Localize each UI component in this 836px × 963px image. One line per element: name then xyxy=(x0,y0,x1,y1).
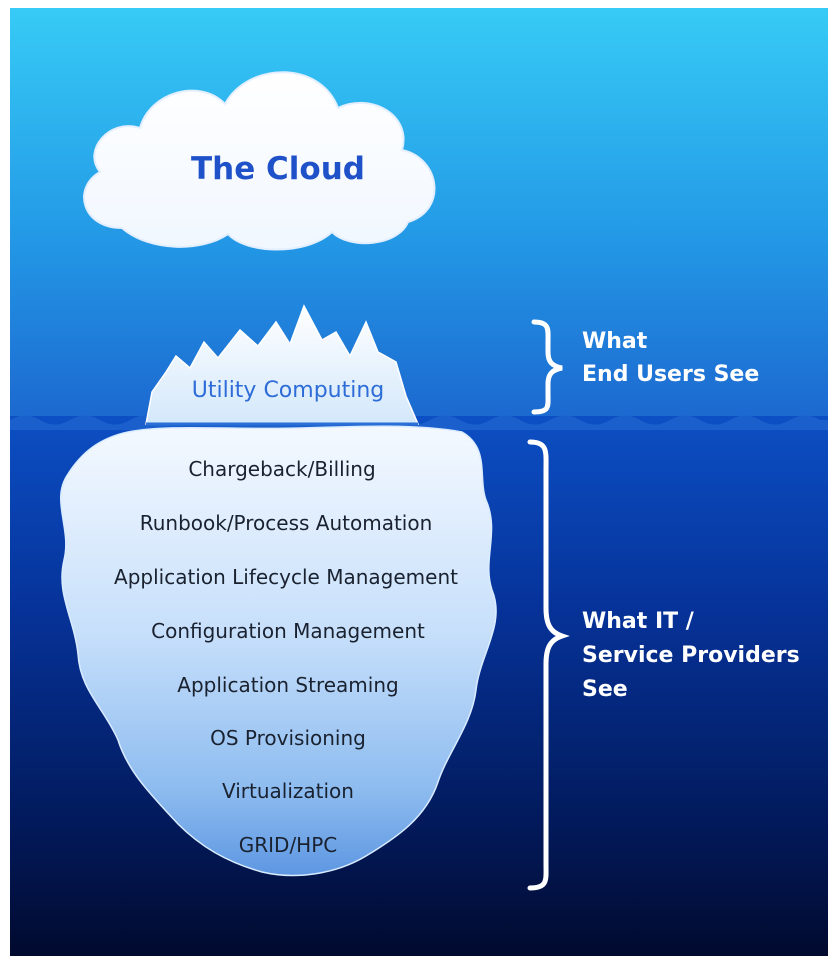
it-providers-label: What IT / Service Providers See xyxy=(582,609,807,702)
cloud-title: The Cloud xyxy=(191,151,365,187)
layer-label: Runbook/Process Automation xyxy=(140,511,433,535)
curly-brace-icon xyxy=(527,439,570,891)
layer-label: Application Lifecycle Management xyxy=(114,565,458,589)
curly-brace-icon xyxy=(531,319,563,415)
layer-label: Application Streaming xyxy=(177,673,398,697)
layer-list: Chargeback/Billing Runbook/Process Autom… xyxy=(114,457,458,857)
layer-label: Chargeback/Billing xyxy=(188,457,375,481)
layer-label: Virtualization xyxy=(222,779,354,803)
layer-label: Configuration Management xyxy=(151,619,425,643)
tip-label: Utility Computing xyxy=(192,378,385,403)
layer-label: GRID/HPC xyxy=(239,833,338,857)
iceberg-icon xyxy=(60,304,497,877)
cloud-icon xyxy=(83,71,436,251)
layer-label: OS Provisioning xyxy=(210,726,366,750)
end-users-label: What End Users See xyxy=(582,329,759,387)
